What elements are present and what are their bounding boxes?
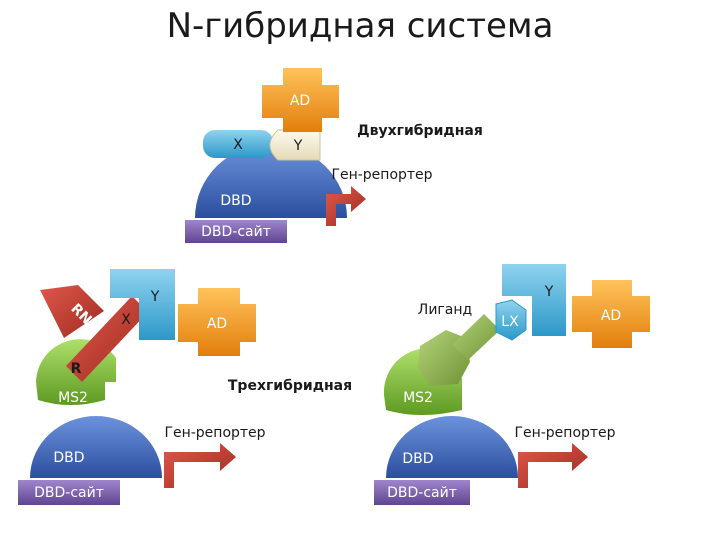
three-hybrid-ligand-group: DBD-сайт DBD MS2 Лиганд Y LX AD Ген-репо… (369, 264, 709, 505)
ad-left-label: AD (207, 316, 227, 332)
reporter-arrow-top (326, 186, 366, 226)
rna-arrowhead (40, 285, 104, 338)
ad-right (572, 280, 650, 348)
dbd-site-right (374, 480, 470, 505)
dbd-left-label: DBD (53, 450, 84, 466)
ad-top-label: AD (290, 93, 310, 109)
dbd-site-top-label: DBD-сайт (201, 224, 271, 240)
ligand-label: Лиганд (418, 302, 472, 318)
ad-top (262, 68, 339, 132)
ms2-right (383, 348, 462, 415)
dbd-site-top (185, 220, 287, 243)
lx-label: LX (501, 314, 519, 330)
x-protein-top-label: X (233, 137, 243, 153)
reporter-left-label: Ген-репортер (164, 425, 265, 441)
dbd-right (386, 416, 518, 478)
x-left-label: X (121, 312, 131, 328)
ms2-right-label: MS2 (403, 390, 433, 406)
r-label: R (71, 361, 82, 377)
reporter-arrow-right (518, 443, 588, 488)
dbd-right-label: DBD (402, 451, 433, 467)
page-title: N-гибридная система (167, 6, 554, 46)
ms2-left-label: MS2 (58, 390, 88, 406)
reporter-right-label: Ген-репортер (514, 425, 615, 441)
reporter-arrow-left (164, 443, 236, 488)
y-left (110, 269, 175, 340)
dbd-left (30, 416, 162, 478)
three-hybrid-rna-group: DBD-сайт DBD MS2 RNA R X Y AD Трехгибрид… (11, 269, 361, 505)
y-protein-top-label: Y (293, 138, 303, 154)
dbd-site-left-label: DBD-сайт (34, 485, 104, 501)
ad-right-label: AD (601, 308, 621, 324)
rna-stem (66, 296, 148, 382)
x-protein-top (203, 130, 273, 158)
y-right (502, 264, 566, 336)
ad-left (178, 288, 256, 356)
two-hybrid-label: Двухгибридная (357, 123, 483, 139)
dbd-top-label: DBD (220, 193, 251, 209)
y-left-label: Y (150, 289, 160, 305)
three-hybrid-label: Трехгибридная (228, 378, 352, 394)
two-hybrid-group: DBD-сайт DBD X Y AD Двухгибридная Ген-ре… (177, 68, 483, 243)
lx-hexagon (495, 299, 527, 341)
reporter-top-label: Ген-репортер (331, 167, 432, 183)
dbd-site-right-label: DBD-сайт (387, 485, 457, 501)
ligand-linker (452, 314, 500, 360)
y-protein-top (269, 129, 321, 161)
y-right-label: Y (544, 284, 554, 300)
dbd-top (195, 144, 347, 218)
dbd-site-left (18, 480, 120, 505)
